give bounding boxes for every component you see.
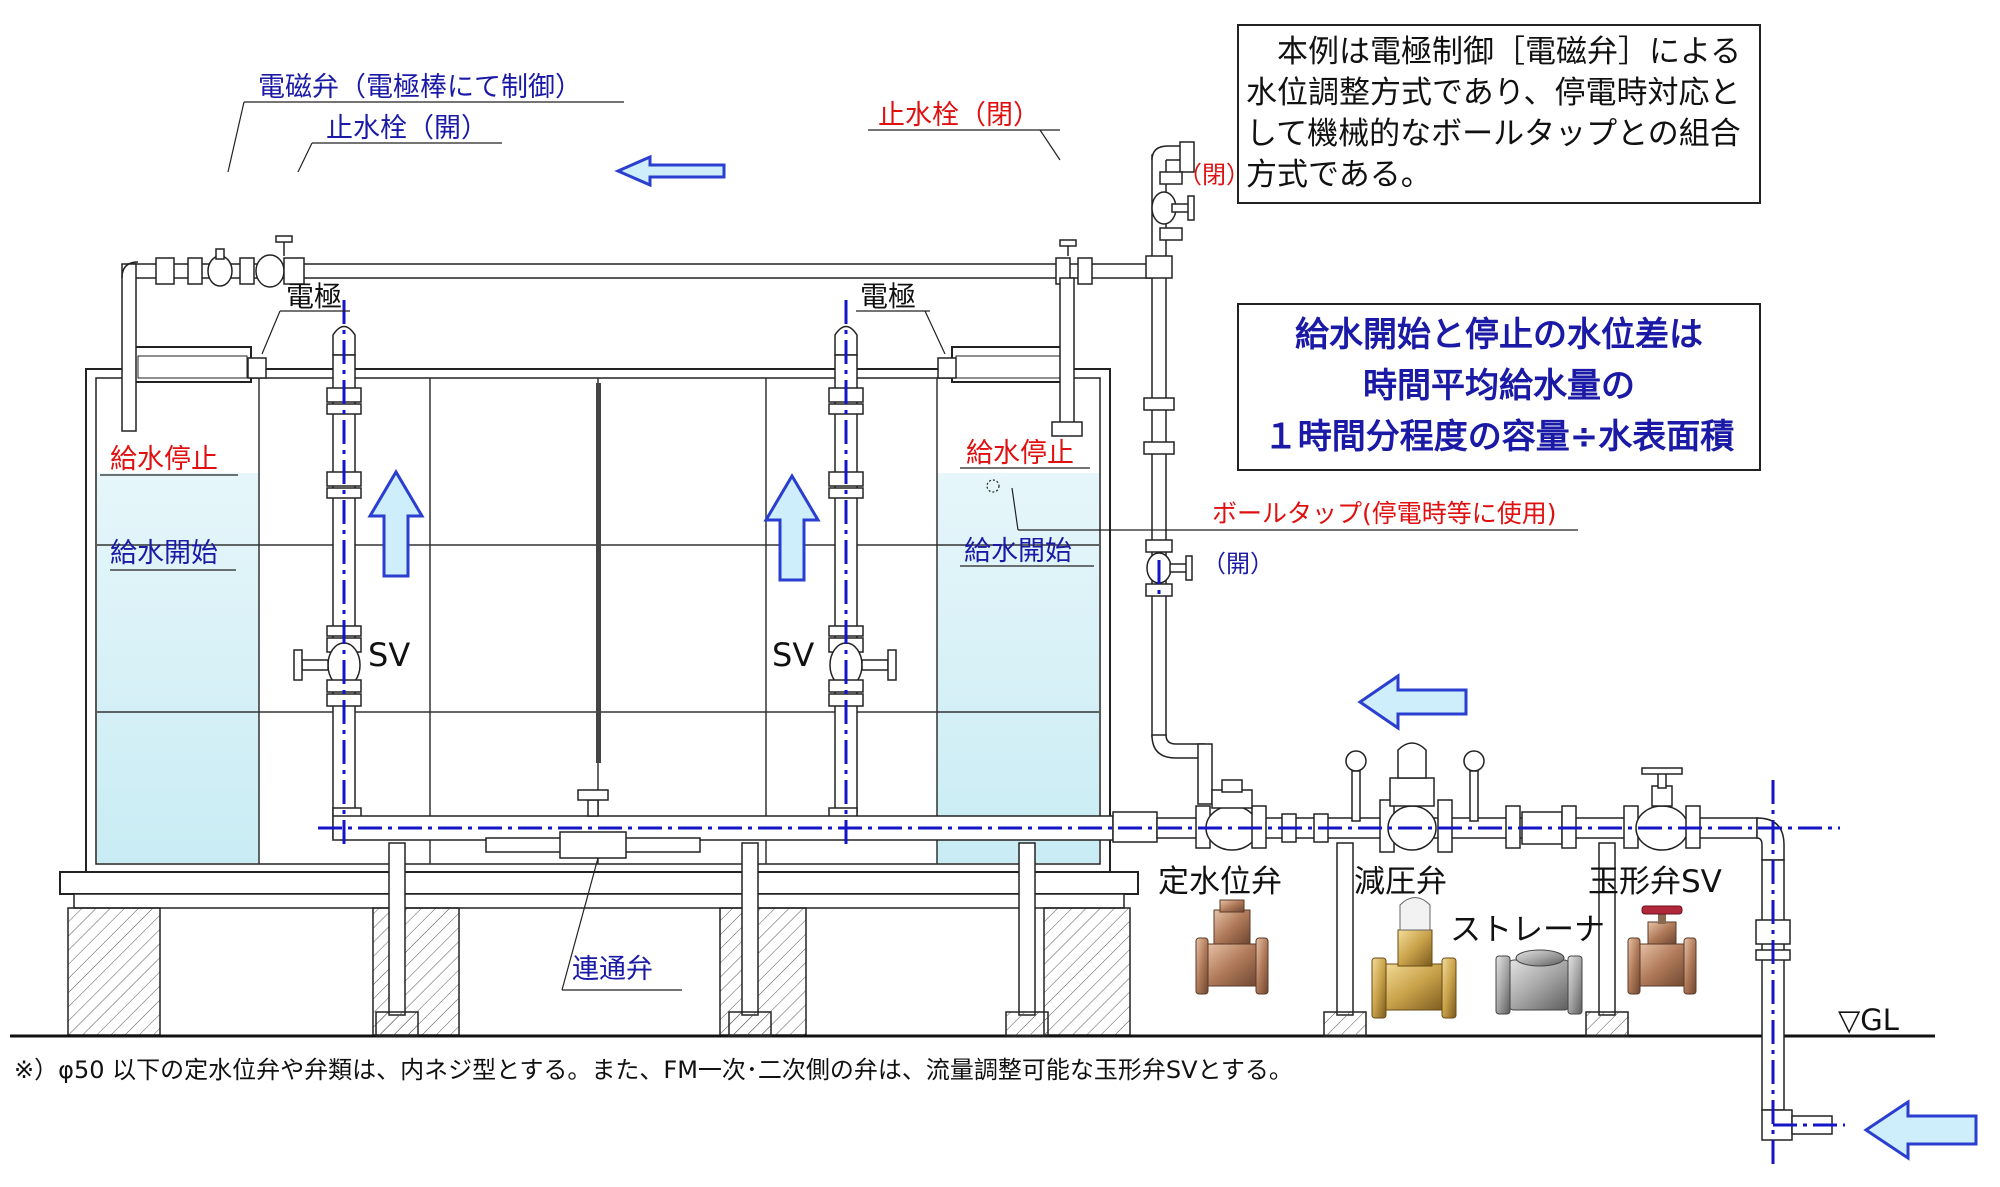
label-stop-valve-closed: 止水栓（閉）: [878, 100, 1040, 131]
label-supply-start-left: 給水開始: [110, 538, 218, 569]
water-right: [937, 473, 1099, 863]
label-supply-start-right: 給水開始: [964, 536, 1072, 567]
top-supply-pipe: [121, 235, 1163, 437]
label-gl: ▽GL: [1838, 1003, 1899, 1037]
leader-lines: [100, 101, 1578, 991]
label-globe-valve-sv: 玉形弁SV: [1588, 864, 1722, 900]
highlight-line-3: １時間分程度の容量÷水表面積: [1264, 417, 1735, 457]
flow-arrow-mid: [1357, 673, 1468, 731]
label-supply-stop-right: 給水停止: [966, 438, 1074, 469]
label-open-mark: （開）: [1202, 550, 1274, 578]
tank: [85, 346, 1111, 873]
highlight-box: 給水開始と停止の水位差は 時間平均給水量の １時間分程度の容量÷水表面積: [1237, 303, 1761, 471]
note-line-1: 本例は電極制御［電磁弁］による: [1246, 34, 1741, 70]
flow-arrow-up-right: [763, 473, 821, 582]
flow-arrows: [367, 154, 1978, 1161]
label-sv-left: SV: [368, 636, 410, 674]
note-line-4: 方式である。: [1246, 157, 1432, 193]
labels: 電磁弁（電極棒にて制御） 止水栓（開） 止水栓（閉） （閉） （開） 電極 電極…: [14, 72, 1899, 1084]
label-ball-tap: ボールタップ(停電時等に使用): [1212, 499, 1557, 528]
highlight-line-1: 給水開始と停止の水位差は: [1295, 315, 1703, 355]
label-solenoid-valve: 電磁弁（電極棒にて制御）: [258, 72, 582, 103]
highlight-line-2: 時間平均給水量の: [1363, 366, 1635, 406]
foundation: [10, 842, 1935, 1038]
valve-photo-constant-level: [1195, 899, 1269, 995]
valve-photo-pressure-reducing: [1371, 897, 1457, 1019]
supply-riser: [1143, 141, 1213, 805]
flow-arrow-inlet: [1863, 1099, 1978, 1161]
label-strainer: ストレーナ: [1450, 912, 1605, 948]
valve-photo-globe: [1627, 905, 1697, 995]
label-constant-level-valve: 定水位弁: [1158, 864, 1282, 900]
note-line-3: して機械的なボールタップとの組合: [1246, 116, 1741, 152]
label-sv-right: SV: [772, 636, 814, 674]
flow-arrow-top: [614, 154, 726, 188]
note-line-2: 水位調整方式であり、停電時対応と: [1246, 75, 1740, 111]
valve-photo-strainer: [1495, 949, 1583, 1015]
water-left: [97, 473, 259, 863]
label-supply-stop-left: 給水停止: [110, 444, 218, 475]
pipe-centerlines: [318, 300, 1845, 1170]
note-box: 本例は電極制御［電磁弁］による 水位調整方式であり、停電時対応と して機械的なボ…: [1237, 24, 1761, 204]
electrode-pipes: [293, 325, 897, 839]
label-closed-mark: （閉）: [1178, 161, 1250, 189]
label-electrode-left: 電極: [286, 280, 342, 313]
label-connecting-valve: 連通弁: [572, 954, 653, 985]
flow-arrow-up-left: [367, 469, 425, 578]
footnote: ※）φ50 以下の定水位弁や弁類は、内ネジ型とする。また、FM一次･二次側の弁は…: [14, 1056, 1293, 1084]
label-stop-valve-open: 止水栓（開）: [326, 113, 488, 144]
label-pressure-reducing-valve: 減圧弁: [1354, 864, 1447, 900]
label-electrode-right: 電極: [860, 280, 916, 313]
ball-tap-float: [986, 479, 1000, 493]
